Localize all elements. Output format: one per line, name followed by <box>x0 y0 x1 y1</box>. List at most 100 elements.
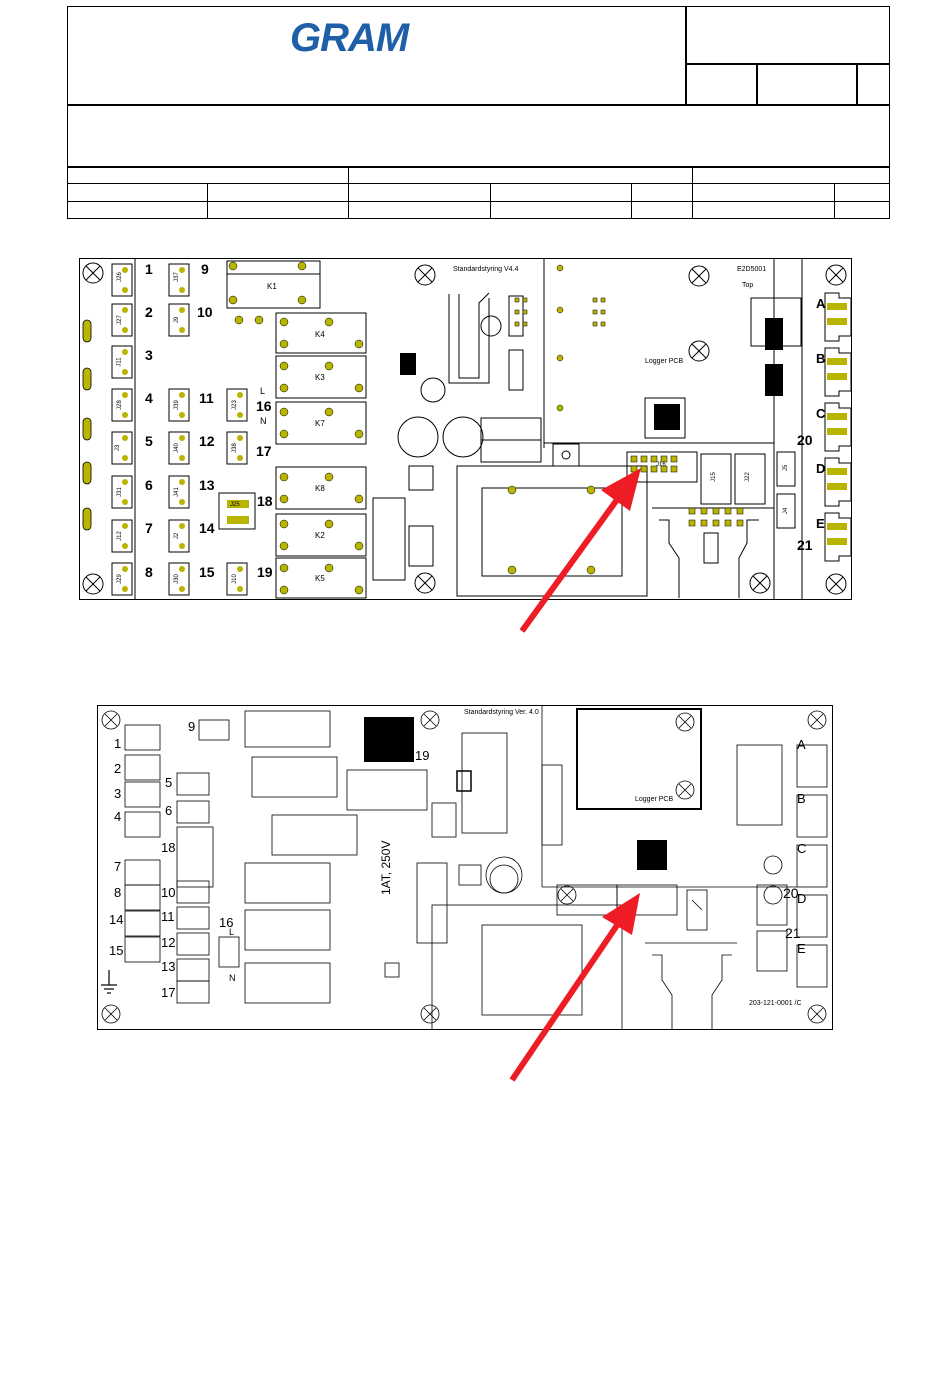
terminal-label: J11 <box>116 357 123 367</box>
title-block-divider <box>834 183 835 219</box>
pointer-arrow-1 <box>500 460 660 640</box>
terminal-label: J39 <box>173 400 180 410</box>
terminal-number: 7 <box>145 520 153 536</box>
line-label: L <box>229 927 235 937</box>
terminal-number: 15 <box>109 943 124 958</box>
relay-label: K2 <box>315 531 325 540</box>
terminal-label: J23 <box>231 400 238 410</box>
relay-label: K4 <box>315 330 325 339</box>
board1-code: E2D5001 <box>737 266 767 273</box>
pcb-bottom-layout: Standardstyring Ver. 4.0 1AT, 250V Logge… <box>97 705 833 1030</box>
terminal-number: 19 <box>257 564 273 580</box>
terminal-label: J12 <box>116 531 123 541</box>
terminal-number: 4 <box>145 390 153 406</box>
connector-label-e: E <box>816 516 825 531</box>
neutral-label: N <box>260 416 267 426</box>
terminal-number: 1 <box>114 736 122 751</box>
title-block-divider <box>67 201 890 202</box>
jack-label: J15 <box>710 472 717 482</box>
relay-label: K7 <box>315 419 325 428</box>
jack-label: J16 <box>656 462 666 468</box>
terminal-label: J30 <box>173 574 180 584</box>
terminal-number: 18 <box>161 840 176 855</box>
terminal-number: 13 <box>199 477 215 493</box>
terminal-label: J28 <box>116 400 123 410</box>
line-label: L <box>260 386 266 396</box>
terminal-number: 10 <box>197 304 213 320</box>
pcb-top-layout: Standardstyring V4.4 E2D5001 Top Logger … <box>79 258 852 600</box>
terminal-label: J25 <box>230 502 240 508</box>
jack-label: J5 <box>783 464 790 472</box>
title-block-divider <box>490 183 491 219</box>
board1-code-sub: Top <box>742 282 754 289</box>
terminal-number: 6 <box>145 477 153 493</box>
connector-label-b: B <box>797 791 806 806</box>
title-block-divider <box>67 104 890 106</box>
title-block-divider <box>67 183 890 184</box>
terminal-label: J37 <box>173 272 180 282</box>
pointer-arrow-2 <box>500 875 660 1085</box>
terminal-number: 17 <box>256 443 272 459</box>
terminal-number-16: 16 <box>219 915 234 930</box>
fuse-rating: 1AT, 250V <box>379 840 393 895</box>
board1-title: Standardstyring V4.4 <box>453 266 519 273</box>
terminal-label: J10 <box>231 574 238 584</box>
terminal-number: 13 <box>161 959 176 974</box>
terminal-number: 11 <box>199 390 214 406</box>
title-block-divider <box>856 63 858 104</box>
terminal-number: 18 <box>257 493 273 509</box>
terminal-number: 17 <box>161 985 176 1000</box>
terminal-number: 4 <box>114 809 122 824</box>
title-block-divider <box>631 183 632 219</box>
terminal-number: 5 <box>145 433 153 449</box>
terminal-number: 5 <box>165 775 173 790</box>
title-block-divider <box>67 166 890 168</box>
gram-logo: GRAM <box>288 14 452 60</box>
terminal-number: 2 <box>145 304 153 320</box>
terminal-number: 7 <box>114 859 122 874</box>
gram-logo-text: GRAM <box>290 16 411 56</box>
terminal-number: 16 <box>256 398 272 414</box>
terminal-number: 12 <box>161 935 176 950</box>
board2-logger-label: Logger PCB <box>635 796 674 803</box>
connector-label-e: E <box>797 941 806 956</box>
connector-label-d: D <box>816 461 826 476</box>
terminal-number-19: 19 <box>415 748 430 763</box>
jack-label: J22 <box>744 472 751 482</box>
terminal-number-20: 20 <box>797 432 813 448</box>
terminal-number: 9 <box>201 261 209 277</box>
terminal-label: J2 <box>174 532 181 540</box>
connector-label-c: C <box>797 841 807 856</box>
neutral-label: N <box>229 973 236 983</box>
terminal-label: J27 <box>116 315 123 325</box>
relay-label: K8 <box>315 484 325 493</box>
terminal-number-20: 20 <box>783 885 799 901</box>
title-block-divider <box>348 166 349 219</box>
terminal-number: 6 <box>165 803 173 818</box>
relay-label: K1 <box>267 282 277 291</box>
terminal-label: J3 <box>115 444 122 452</box>
terminal-label: J26 <box>116 272 123 282</box>
terminal-label: J40 <box>173 443 180 453</box>
terminal-number: 3 <box>145 347 153 363</box>
terminal-number: 14 <box>199 520 215 536</box>
terminal-label: J31 <box>116 487 123 497</box>
terminal-number-21: 21 <box>797 537 813 553</box>
connector-label-a: A <box>816 296 826 311</box>
connector-label-d: D <box>797 891 807 906</box>
relay-label: K5 <box>315 574 325 583</box>
title-block <box>67 6 890 219</box>
title-block-divider <box>685 6 687 104</box>
connector-label-c: C <box>816 406 826 421</box>
terminal-label: J38 <box>231 443 238 453</box>
terminal-number: 10 <box>161 885 176 900</box>
terminal-number: 15 <box>199 564 215 580</box>
board2-part-number: 203-121-0001 /C <box>749 1000 802 1007</box>
title-block-divider <box>692 166 693 219</box>
terminal-number: 1 <box>145 261 153 277</box>
title-block-divider <box>685 63 890 65</box>
title-block-divider <box>207 183 208 219</box>
terminal-number: 3 <box>114 786 122 801</box>
terminal-number: 14 <box>109 912 124 927</box>
terminal-number: 11 <box>161 909 175 924</box>
